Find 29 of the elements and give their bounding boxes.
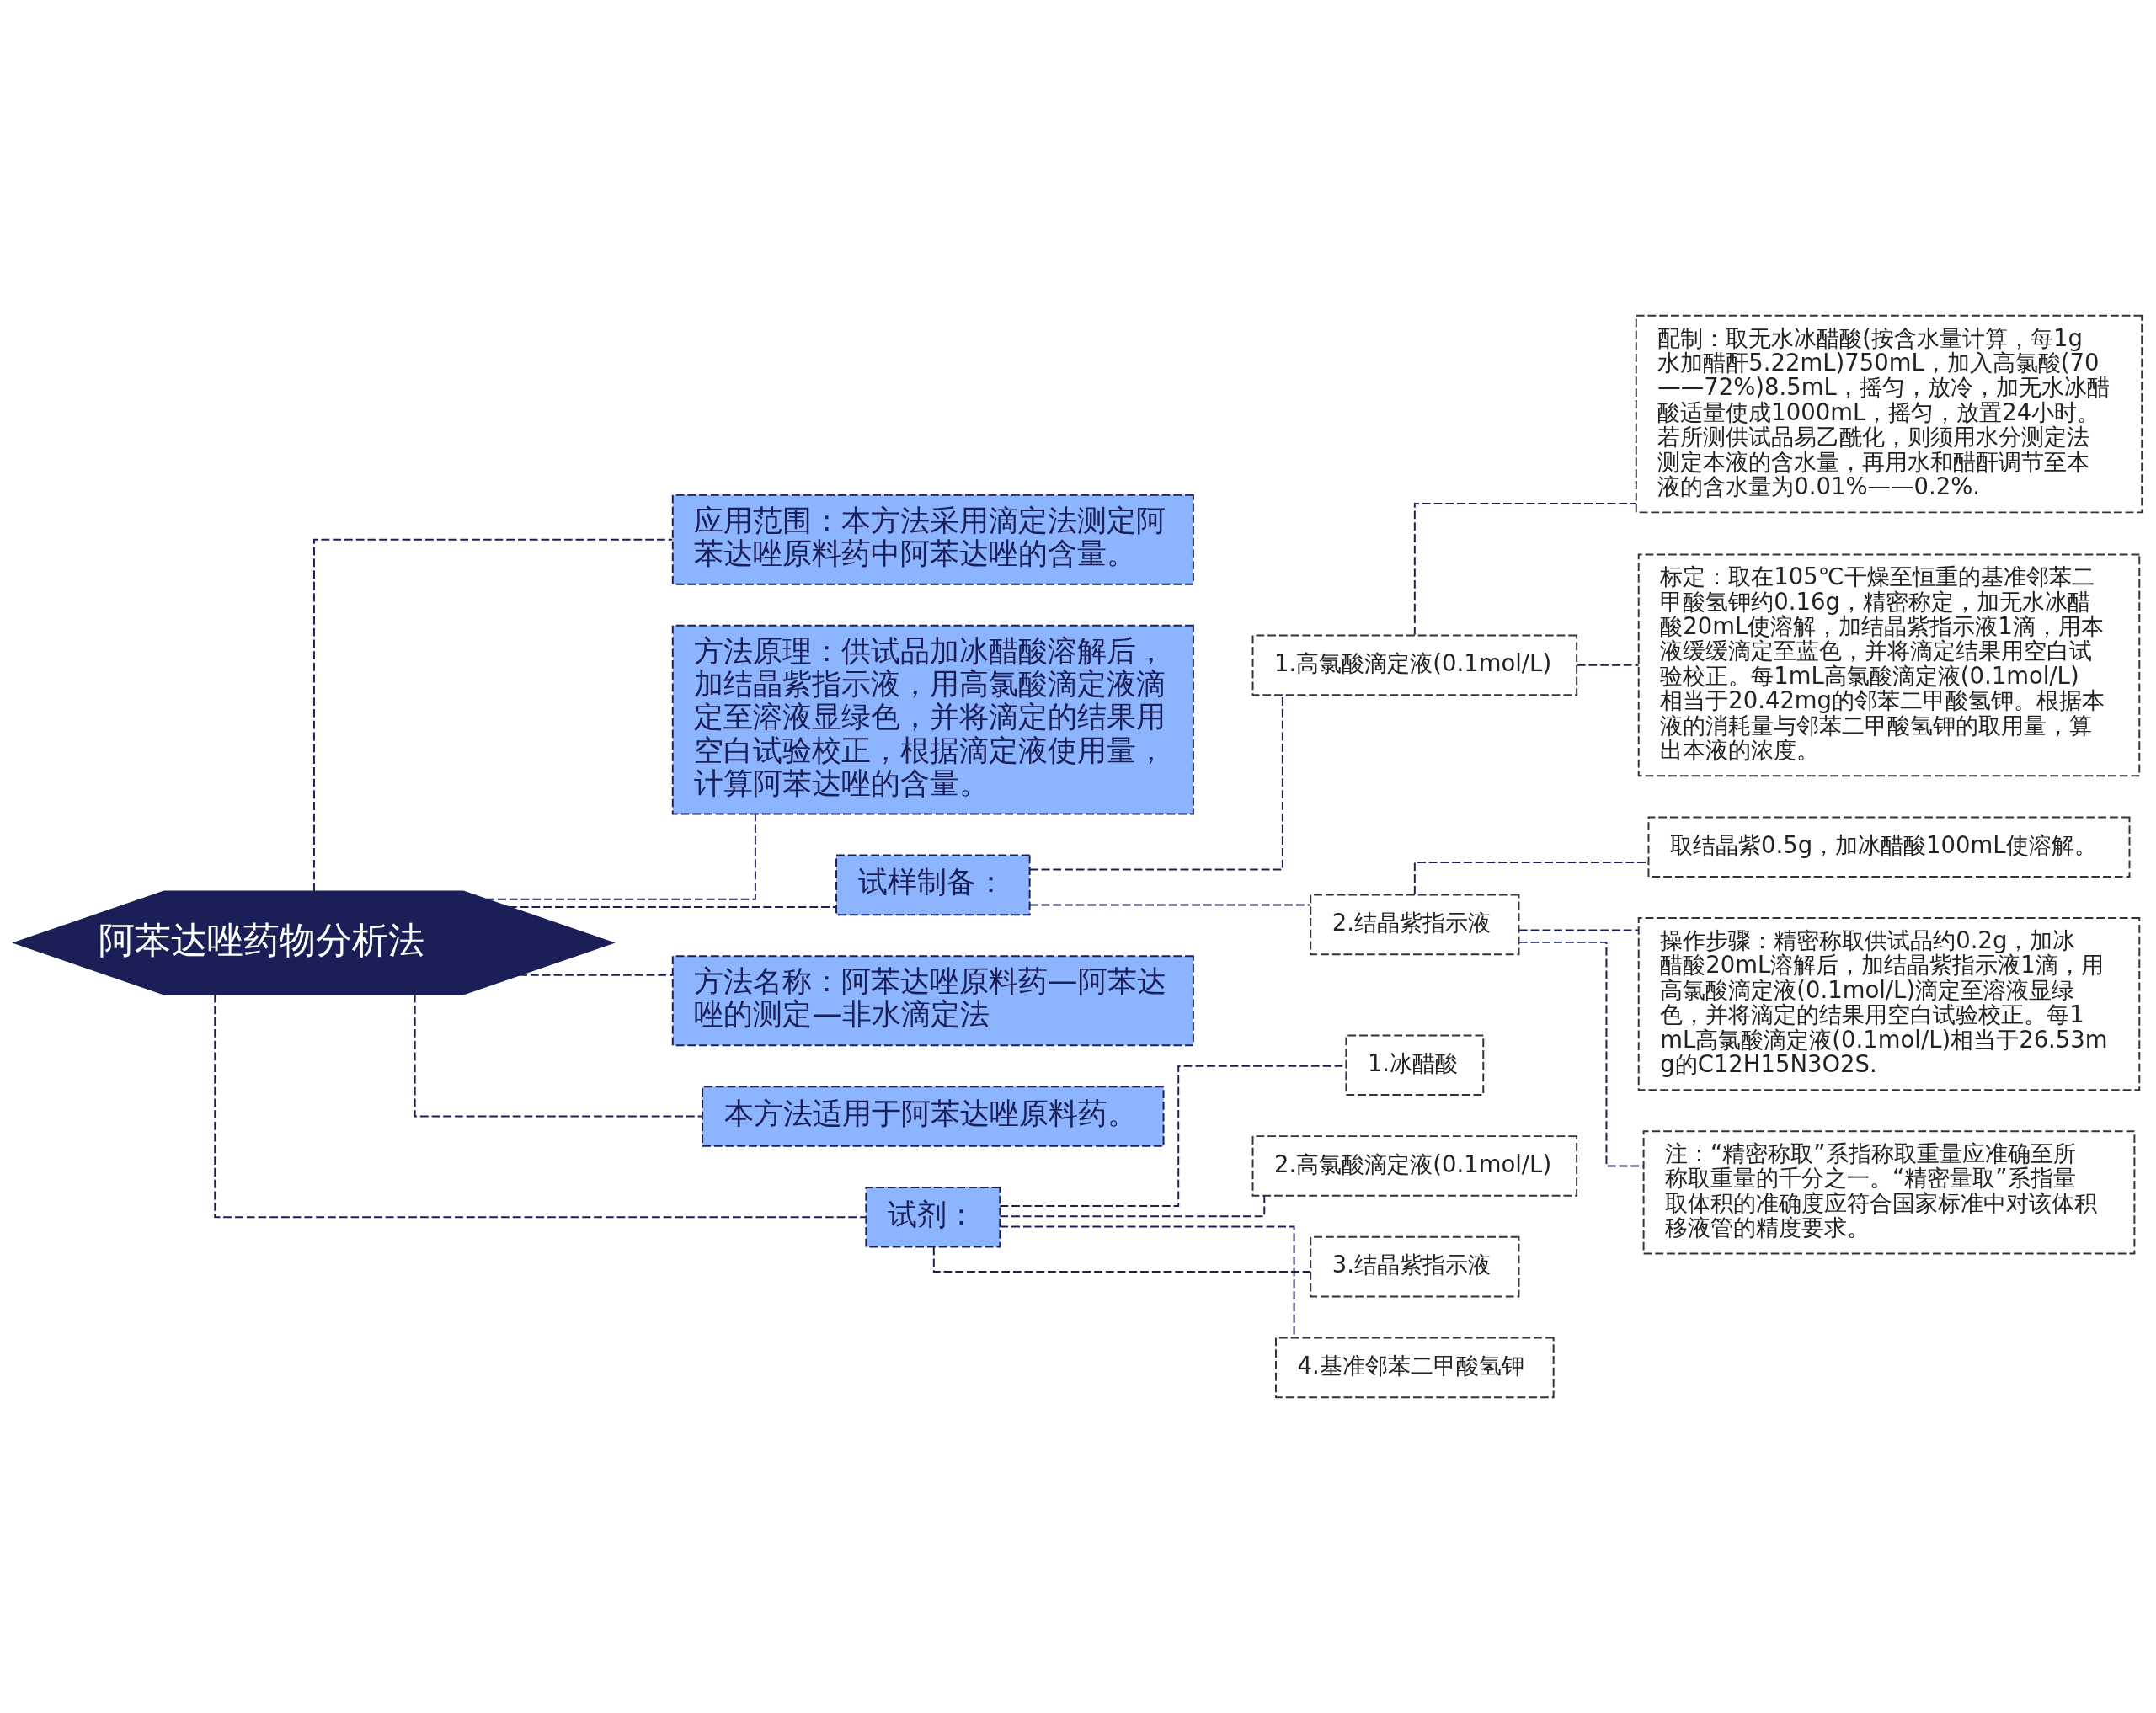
node-box: 注：“精密称取”系指称取重量应准确至所称取重量的千分之一。“精密量取”系指量取体积的准确度应符合国家标准中对该体积移液管的精度要求。 — [1642, 1130, 2136, 1255]
node-box: 取结晶紫0.5g，加冰醋酸100mL使溶解。 — [1647, 816, 2131, 878]
connector — [508, 906, 837, 908]
connector — [214, 993, 867, 1219]
node-box: 方法原理：供试品加冰醋酸溶解后，加结晶紫指示液，用高氯酸滴定液滴定至溶液显绿色，并将滴定的结果用空白试验校正，根据滴定液使用量，计算阿苯达唑的含量。 — [671, 624, 1194, 815]
node-box: 配制：取无水冰醋酸(按含水量计算，每1g水加醋酐5.22mL)750mL，加入高氯酸(70——72%)8.5mL，摇匀，放冷，加无水冰醋酸适量使成1000mL，摇匀，放置24小时。若所测供试品易乙酰化，则须用水分测定法测定本液的含水量，再用水和醋酐调节至本液的含水量为0.01%——0.2%. — [1635, 314, 2143, 514]
connector — [485, 813, 756, 900]
node-box: 3.结晶紫指示液 — [1310, 1235, 1520, 1298]
node-box: 方法名称：阿苯达唑原料药—阿苯达唑的测定—非水滴定法 — [671, 955, 1194, 1047]
node-box: 1.高氯酸滴定液(0.1mol/L) — [1251, 634, 1578, 696]
node-box: 2.高氯酸滴定液(0.1mol/L) — [1251, 1135, 1578, 1197]
node-box: 标定：取在105℃干燥至恒重的基准邻苯二甲酸氢钾约0.16g，精密称定，加无水冰醋酸20mL使溶解，加结晶紫指示液1滴，用本液缓缓滴定至蓝色，并将滴定结果用空白试验校正。每1mL高氯酸滴定液(0.1mol/L)相当于20.42mg的邻苯二甲酸氢钾。根据本液的消耗量与邻苯二甲酸氢钾的取用量，算出本液的浓度。 — [1637, 553, 2141, 777]
node-box: 试剂： — [865, 1186, 1001, 1248]
connector — [414, 993, 703, 1118]
node-box: 应用范围：本方法采用滴定法测定阿苯达唑原料药中阿苯达唑的含量。 — [671, 494, 1194, 585]
connector — [1028, 904, 1312, 906]
connector — [999, 1194, 1266, 1218]
connector — [1413, 503, 1637, 636]
node-box: 2.结晶紫指示液 — [1310, 894, 1520, 956]
connector — [1576, 664, 1640, 666]
node-box: 本方法适用于阿苯达唑原料药。 — [702, 1086, 1165, 1147]
node-box: 试样制备： — [835, 854, 1031, 916]
connector — [518, 974, 674, 976]
connector — [1518, 941, 1645, 1167]
connector — [1518, 929, 1640, 931]
node-box: 1.冰醋酸 — [1345, 1034, 1485, 1097]
node-box: 操作步骤：精密称取供试品约0.2g，加冰醋酸20mL溶解后，加结晶紫指示液1滴，用高氯酸滴定液(0.1mol/L)滴定至溶液显绿色，并将滴定的结果用空白试验校正。每1mL高氯酸滴定液(0.1mol/L)相当于26.53mg的C12H15N3O2S. — [1637, 917, 2141, 1091]
node-box: 4.基准邻苯二甲酸氢钾 — [1275, 1337, 1555, 1399]
connector — [312, 538, 674, 892]
